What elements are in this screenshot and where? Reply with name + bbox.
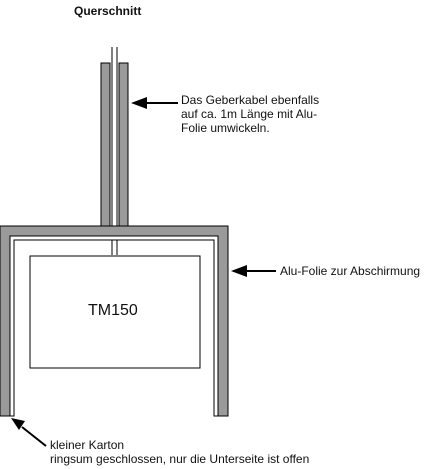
- device-label: TM150: [88, 302, 138, 319]
- arrow-cable-note: [131, 97, 178, 109]
- cardboard-box: [9, 235, 219, 417]
- cable-wrap-note: Das Geberkabel ebenfalls auf ca. 1m Läng…: [181, 93, 320, 135]
- cable-foil-right: [118, 62, 129, 227]
- cardboard-box-note: kleiner Karton ringsum geschlossen, nur …: [50, 438, 310, 466]
- arrow-box-note: [11, 418, 47, 447]
- diagram-title: Querschnitt: [74, 4, 142, 18]
- cable-foil-left: [100, 62, 111, 227]
- foil-shield-note: Alu-Folie zur Abschirmung: [280, 264, 421, 278]
- arrow-foil-note: [231, 265, 276, 277]
- tm150-device: [29, 255, 201, 369]
